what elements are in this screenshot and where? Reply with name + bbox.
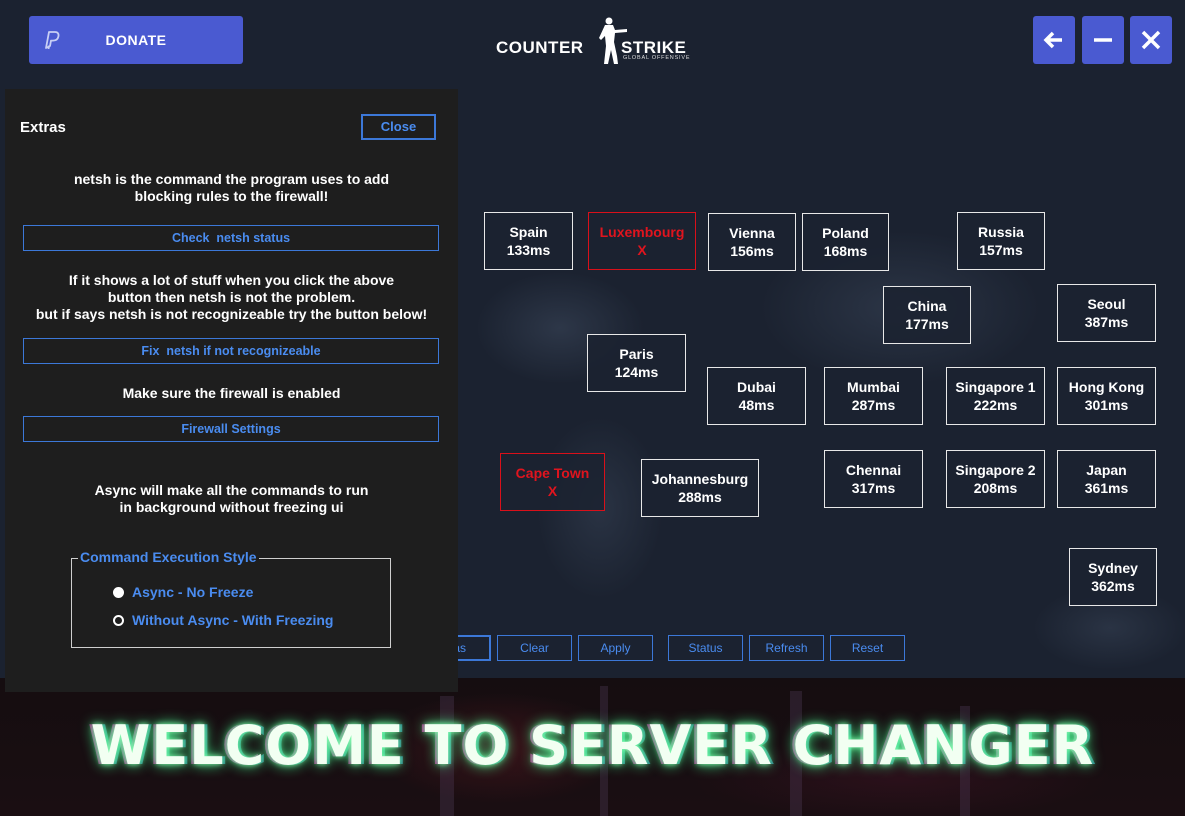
netsh-description: netsh is the command the program uses to… — [73, 171, 390, 204]
logo-subtitle: GLOBAL OFFENSIVE — [623, 55, 691, 61]
server-vienna[interactable]: Vienna 156ms — [708, 213, 796, 271]
arrow-left-icon — [1043, 31, 1062, 49]
server-name: Poland — [822, 225, 869, 241]
server-ping: 208ms — [973, 480, 1018, 496]
server-johannesburg[interactable]: Johannesburg 288ms — [641, 459, 759, 517]
server-japan[interactable]: Japan 361ms — [1057, 450, 1156, 508]
server-name: Vienna — [729, 225, 775, 241]
server-seoul[interactable]: Seoul 387ms — [1057, 284, 1156, 342]
server-russia[interactable]: Russia 157ms — [957, 212, 1045, 270]
server-name: Paris — [619, 346, 654, 362]
donate-label: DONATE — [105, 32, 167, 48]
server-name: Japan — [1086, 462, 1127, 478]
server-name: Sydney — [1088, 560, 1138, 576]
server-hong-kong[interactable]: Hong Kong 301ms — [1057, 367, 1156, 425]
server-ping: 168ms — [823, 243, 868, 259]
server-ping: 317ms — [851, 480, 896, 496]
server-mumbai[interactable]: Mumbai 287ms — [824, 367, 923, 425]
server-paris[interactable]: Paris 124ms — [587, 334, 686, 392]
server-spain[interactable]: Spain 133ms — [484, 212, 573, 270]
close-window-button[interactable] — [1130, 16, 1172, 64]
welcome-banner: WELCOME TO SERVER CHANGER — [0, 678, 1185, 816]
server-name: Singapore 2 — [955, 462, 1036, 478]
server-name: Seoul — [1087, 296, 1126, 312]
server-name: Russia — [978, 224, 1024, 240]
server-name: China — [907, 298, 947, 314]
server-singapore-1[interactable]: Singapore 1 222ms — [946, 367, 1045, 425]
server-ping: 361ms — [1084, 480, 1129, 496]
firewall-settings-button[interactable]: Firewall Settings — [23, 416, 439, 442]
server-ping: 157ms — [979, 242, 1023, 258]
async-description: Async will make all the commands to run … — [94, 482, 369, 515]
minimize-button[interactable] — [1082, 16, 1124, 64]
server-dubai[interactable]: Dubai 48ms — [707, 367, 806, 425]
back-button[interactable] — [1033, 16, 1075, 64]
extras-close-button[interactable]: Close — [361, 114, 436, 140]
server-ping: 156ms — [730, 243, 774, 259]
server-ping: 177ms — [905, 316, 949, 332]
reset-button[interactable]: Reset — [830, 635, 905, 661]
server-ping: 133ms — [506, 242, 551, 258]
logo-text-right: STRIKE — [621, 38, 687, 57]
server-poland[interactable]: Poland 168ms — [802, 213, 889, 271]
extras-panel: Extras Close netsh is the command the pr… — [5, 89, 458, 692]
apply-button[interactable]: Apply — [578, 635, 653, 661]
execution-style-title: Command Execution Style — [78, 549, 259, 565]
paypal-icon — [45, 31, 60, 50]
execution-style-group: Command Execution Style Async - No Freez… — [71, 549, 391, 648]
extras-title: Extras — [20, 119, 66, 136]
status-button[interactable]: Status — [668, 635, 743, 661]
server-name: Hong Kong — [1068, 379, 1145, 395]
csgo-logo: COUNTER STRIKE GLOBAL OFFENSIVE — [496, 14, 696, 66]
soldier-icon — [599, 17, 627, 64]
server-name: Luxembourg — [599, 224, 685, 240]
radio-async-label: Async - No Freeze — [132, 584, 254, 600]
server-name: Cape Town — [515, 465, 590, 481]
server-ping: 288ms — [678, 489, 722, 505]
firewall-description: Make sure the firewall is enabled — [122, 385, 341, 401]
banner-title: WELCOME TO SERVER CHANGER — [90, 714, 1095, 777]
server-ping: X — [637, 242, 647, 258]
radio-without-async[interactable]: Without Async - With Freezing — [113, 612, 333, 628]
close-icon — [1141, 30, 1161, 50]
server-name: Singapore 1 — [955, 379, 1036, 395]
server-name: Johannesburg — [651, 471, 749, 487]
server-name: Chennai — [845, 462, 902, 478]
server-ping: 301ms — [1084, 397, 1129, 413]
server-luxembourg[interactable]: Luxembourg X — [588, 212, 696, 270]
donate-button[interactable]: DONATE — [29, 16, 243, 64]
radio-without-async-label: Without Async - With Freezing — [132, 612, 334, 628]
radio-selected-icon — [113, 586, 124, 598]
netsh-help-text: If it shows a lot of stuff when you clic… — [35, 272, 428, 322]
server-sydney[interactable]: Sydney 362ms — [1069, 548, 1157, 606]
server-ping: X — [547, 483, 558, 499]
server-ping: 387ms — [1084, 314, 1129, 330]
server-ping: 48ms — [738, 397, 775, 413]
server-ping: 287ms — [851, 397, 896, 413]
server-ping: 222ms — [973, 397, 1018, 413]
server-cape-town[interactable]: Cape Town X — [500, 453, 605, 511]
server-name: Mumbai — [847, 379, 900, 395]
logo-text-left: COUNTER — [496, 38, 584, 57]
server-china[interactable]: China 177ms — [883, 286, 971, 344]
server-ping: 362ms — [1091, 578, 1135, 594]
server-name: Dubai — [737, 379, 776, 395]
server-ping: 124ms — [614, 364, 659, 380]
server-name: Spain — [509, 224, 548, 240]
check-netsh-button[interactable]: Check netsh status — [23, 225, 439, 251]
minimize-icon — [1094, 38, 1112, 42]
radio-unselected-icon — [113, 614, 124, 626]
clear-button[interactable]: Clear — [497, 635, 572, 661]
fix-netsh-button[interactable]: Fix netsh if not recognizeable — [23, 338, 439, 364]
refresh-button[interactable]: Refresh — [749, 635, 824, 661]
server-chennai[interactable]: Chennai 317ms — [824, 450, 923, 508]
server-singapore-2[interactable]: Singapore 2 208ms — [946, 450, 1045, 508]
radio-async[interactable]: Async - No Freeze — [113, 584, 253, 600]
